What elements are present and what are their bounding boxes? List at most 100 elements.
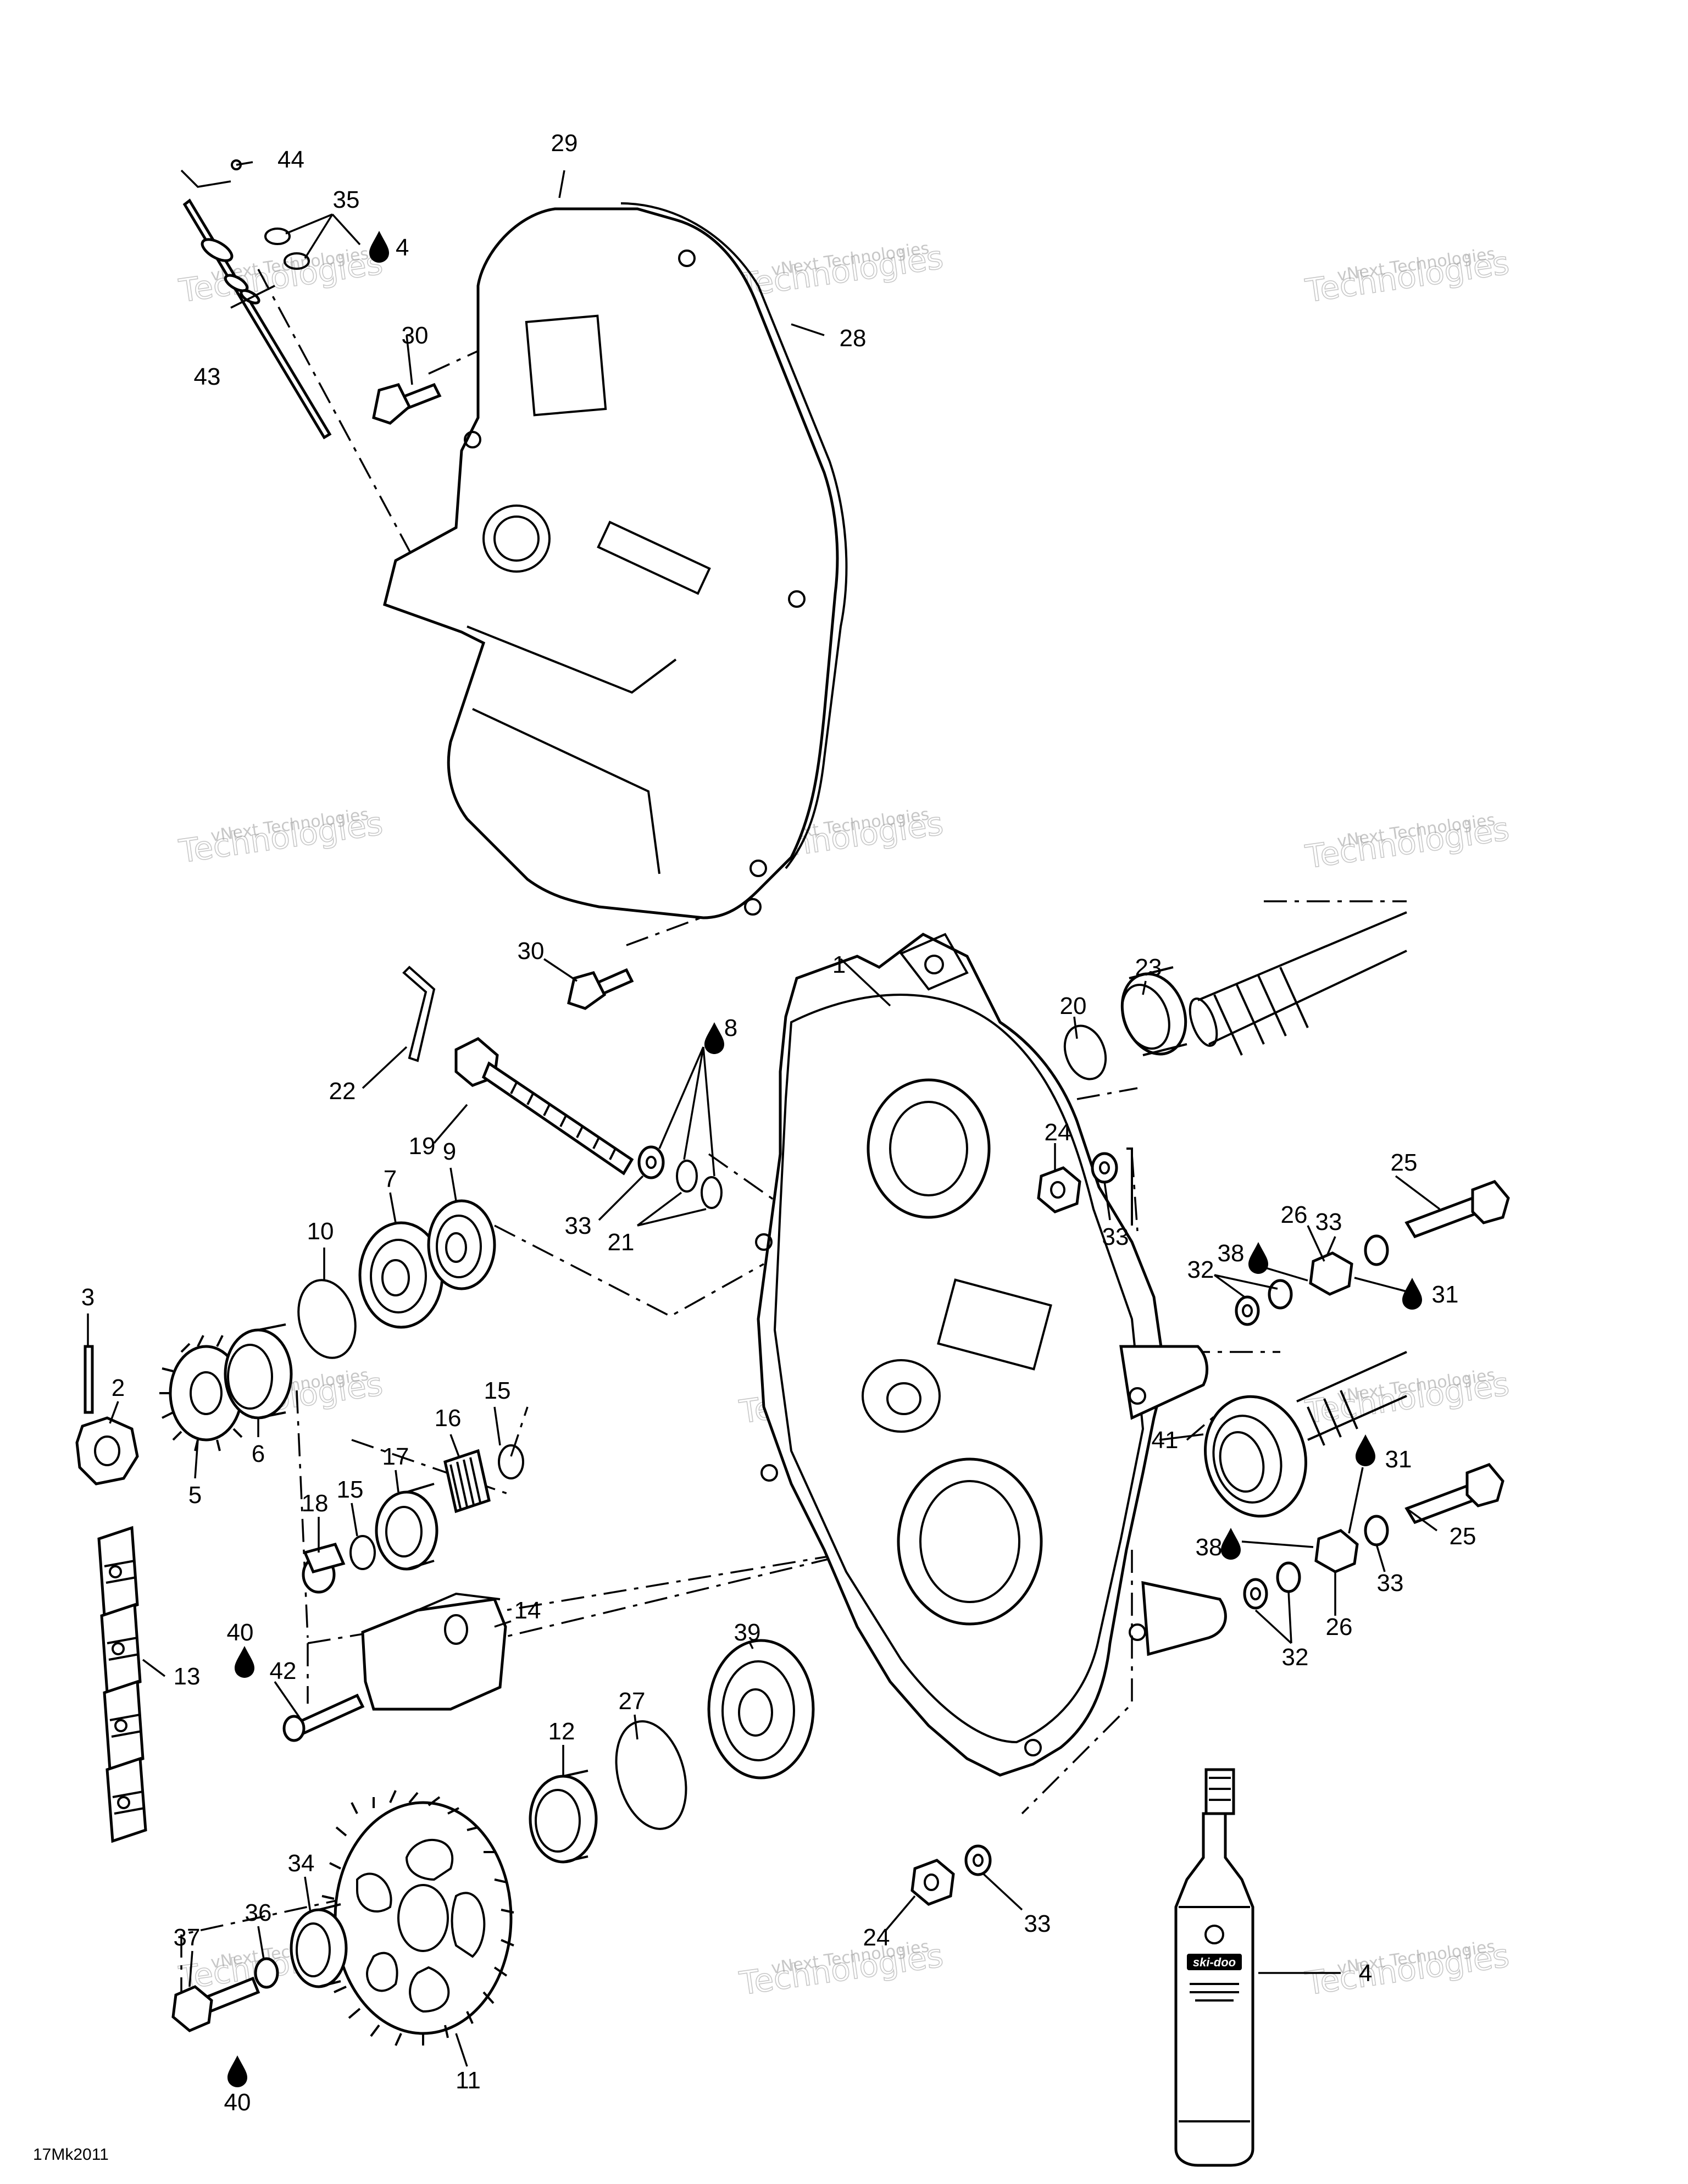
cotter-pin-3 <box>84 1345 94 1414</box>
shaft-outline <box>1296 1351 1407 1441</box>
sprocket-11-window <box>366 1952 398 1992</box>
nut-hole <box>1050 1181 1065 1199</box>
dipstick-o-ring <box>264 228 291 245</box>
callout-32: 32 <box>1282 1644 1309 1671</box>
callout-6: 6 <box>252 1440 265 1467</box>
leader-lines <box>87 161 1441 2067</box>
callout-33: 33 <box>1024 1910 1051 1937</box>
roller-17-side <box>406 1483 435 1570</box>
housing-gasket-lip <box>773 994 1145 1744</box>
leader-37 <box>188 1950 193 1987</box>
spacer-6 <box>224 1328 293 1420</box>
drive-chain <box>97 1526 147 1843</box>
circlip-27 <box>615 1720 687 1830</box>
washer-guide <box>1126 1148 1133 1226</box>
callout-33: 33 <box>1102 1223 1129 1250</box>
leader-35 <box>285 213 361 259</box>
leader-21 <box>636 1191 707 1227</box>
housing-body <box>757 933 1167 1777</box>
leader-24 <box>884 1895 916 1933</box>
bottle-logo: ski-doo <box>1193 1955 1236 1969</box>
upper-bore <box>867 1078 991 1219</box>
spacer-34-inner <box>296 1922 331 1977</box>
bottle-cap-ridges <box>1209 1777 1231 1801</box>
callout-40: 40 <box>227 1619 254 1646</box>
lower-right-fasteners <box>1243 1463 1504 1610</box>
seal-lip <box>1219 1431 1265 1493</box>
callout-40: 40 <box>224 2089 251 2116</box>
leader-23 <box>1142 980 1147 995</box>
leader-33 <box>1326 1236 1336 1256</box>
callout-33: 33 <box>565 1212 592 1239</box>
cotter-pin <box>402 966 436 1062</box>
leader-11 <box>455 2033 468 2067</box>
adjuster-bolt <box>454 1037 634 1176</box>
callout-31: 31 <box>1385 1446 1412 1473</box>
leader-5 <box>194 1439 199 1479</box>
washer-32 <box>1268 1279 1293 1310</box>
callout-24: 24 <box>863 1924 890 1951</box>
callout-16: 16 <box>435 1405 462 1432</box>
leader-7 <box>389 1192 397 1223</box>
castle-nut-2 <box>75 1416 139 1485</box>
leader-33 <box>598 1175 644 1221</box>
sprocket-11-window <box>409 1966 450 2013</box>
o-ring-20 <box>1063 1024 1107 1080</box>
chain-roller <box>117 1796 130 1809</box>
leader-29 <box>558 170 565 198</box>
leader-39 <box>749 1643 754 1649</box>
spacer-12-side <box>563 1770 588 1863</box>
callout-42: 42 <box>270 1658 297 1684</box>
bolt-42-head <box>282 1715 306 1742</box>
leader-33 <box>1375 1544 1386 1572</box>
washer-33 <box>1091 1152 1118 1184</box>
bottle-label-edge <box>1179 1906 1250 2122</box>
callout-22: 22 <box>329 1078 356 1105</box>
oil-drop-icon <box>227 2055 247 2087</box>
upper-gear-train <box>75 1199 496 1485</box>
nut-26 <box>1309 1251 1353 1296</box>
leader-28 <box>791 323 825 336</box>
housing-top-tab <box>899 933 969 991</box>
leader-16 <box>449 1434 460 1457</box>
leader-42 <box>274 1681 301 1718</box>
bearing-39-inner <box>721 1660 795 1761</box>
housing-hole <box>924 955 944 974</box>
housing-mount-ear <box>1119 1345 1209 1420</box>
chain-link <box>103 1679 145 1772</box>
callout-9: 9 <box>443 1138 456 1165</box>
callout-37: 37 <box>174 1924 201 1951</box>
leader-14 <box>494 1620 512 1628</box>
cover-body <box>383 207 839 919</box>
leader-32 <box>1254 1590 1292 1644</box>
leader-8 <box>658 1046 715 1177</box>
spacer-6-side <box>258 1323 286 1419</box>
callout-1: 1 <box>832 951 846 978</box>
bolt-25-head <box>1465 1463 1504 1507</box>
shaft-splines <box>1307 1390 1358 1446</box>
leader-27 <box>634 1714 638 1740</box>
callout-33: 33 <box>1315 1209 1342 1235</box>
cover-rib <box>467 625 677 694</box>
callout-15: 15 <box>337 1476 364 1503</box>
callout-23: 23 <box>1135 954 1162 981</box>
spacer-12 <box>529 1775 598 1864</box>
o-ring <box>701 1176 723 1209</box>
leader-25 <box>1406 1507 1438 1532</box>
washer-hole <box>1099 1161 1110 1174</box>
cover-bolt-axis-line <box>626 897 753 946</box>
oil-drop-icon <box>369 231 389 263</box>
sprocket-fasteners <box>171 1903 348 2032</box>
cover-label-area <box>597 520 711 595</box>
leader-31 <box>1348 1467 1364 1534</box>
callout-4: 4 <box>396 234 409 261</box>
leader-20 <box>1073 1016 1078 1039</box>
lower-bearings <box>529 1639 815 1864</box>
sprocket-11-window <box>405 1839 454 1881</box>
callout-30: 30 <box>518 938 545 964</box>
dipstick-leader <box>180 169 231 188</box>
callout-38: 38 <box>1196 1534 1223 1561</box>
